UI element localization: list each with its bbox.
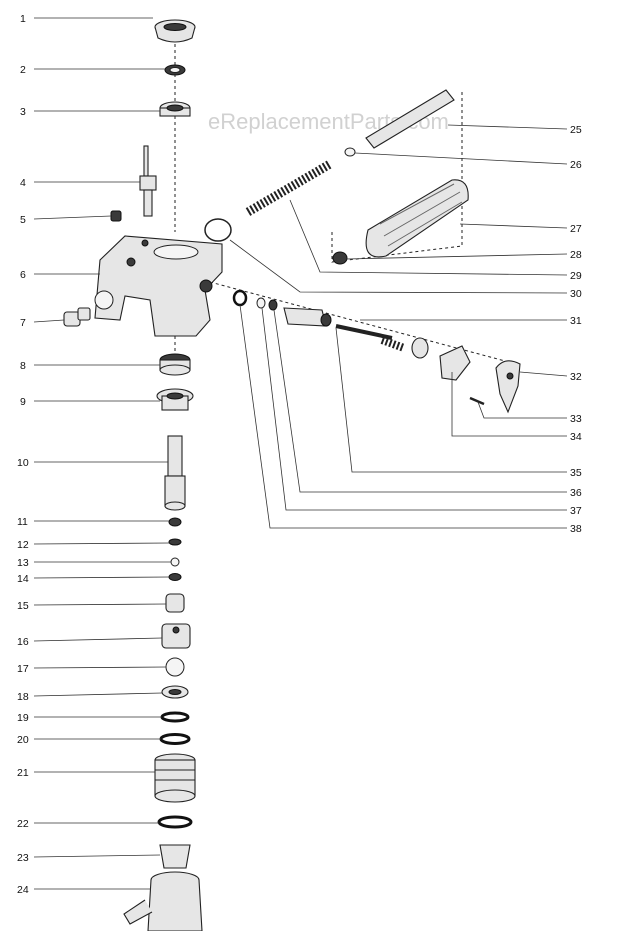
callout-10: 10 — [17, 457, 29, 469]
callout-17: 17 — [17, 663, 29, 675]
part-35-valve-body — [283, 307, 332, 327]
part-20-o-ring — [159, 733, 191, 745]
part-21-housing — [154, 753, 196, 803]
part-14-ring — [168, 573, 182, 581]
part-4-valve-stem — [139, 145, 157, 217]
callout-6: 6 — [20, 269, 26, 281]
part-38-o-ring — [232, 289, 248, 307]
callout-3: 3 — [20, 106, 26, 118]
callout-5: 5 — [20, 214, 26, 226]
part-17-ball — [165, 657, 185, 677]
part-18-seat — [161, 685, 189, 699]
part-33-pin — [469, 396, 485, 406]
part-16-cage — [161, 623, 191, 649]
part-32-trigger — [495, 360, 521, 414]
callout-18: 18 — [17, 691, 29, 703]
callout-16: 16 — [17, 636, 29, 648]
callout-15: 15 — [17, 600, 29, 612]
callout-1: 1 — [20, 13, 26, 25]
callout-30: 30 — [570, 288, 582, 300]
callout-36: 36 — [570, 487, 582, 499]
part-10-piston-rod — [164, 435, 186, 511]
part-29-spring — [245, 160, 333, 216]
part-8-seal — [159, 353, 191, 376]
part-28-spring — [332, 251, 348, 265]
callout-12: 12 — [17, 539, 29, 551]
callout-24: 24 — [17, 884, 29, 896]
callout-26: 26 — [570, 159, 582, 171]
part-23-filter — [159, 844, 191, 869]
callout-35: 35 — [570, 467, 582, 479]
gun-axis — [209, 281, 521, 366]
part-7-fitting — [63, 307, 91, 327]
part-19-o-ring — [160, 711, 190, 723]
callout-22: 22 — [17, 818, 29, 830]
part-11-nut — [168, 517, 182, 527]
part-3-seal — [159, 101, 191, 117]
part-30-o-ring — [204, 218, 232, 242]
leader-lines — [33, 17, 568, 890]
part-25-tube — [365, 89, 455, 149]
callout-38: 38 — [570, 523, 582, 535]
callout-27: 27 — [570, 223, 582, 235]
part-6-manifold-block — [94, 235, 223, 337]
callout-25: 25 — [570, 124, 582, 136]
callout-21: 21 — [17, 767, 29, 779]
callout-9: 9 — [20, 396, 26, 408]
callout-4: 4 — [20, 177, 26, 189]
callout-11: 11 — [17, 516, 28, 528]
callout-numbers: 1 2 3 4 5 6 7 8 9 10 11 12 13 14 15 16 1… — [17, 13, 582, 896]
part-34-coupler — [411, 337, 471, 381]
part-15-seat — [165, 593, 185, 613]
callout-7: 7 — [20, 317, 26, 329]
part-13-ball — [170, 557, 180, 567]
part-5-screw — [110, 210, 122, 222]
part-36-gasket — [268, 299, 278, 311]
callout-14: 14 — [17, 573, 29, 585]
callout-2: 2 — [20, 64, 26, 76]
callout-20: 20 — [17, 734, 29, 746]
part-12-washer — [168, 538, 182, 546]
part-37-washer — [256, 297, 266, 309]
callout-31: 31 — [570, 315, 582, 327]
callout-34: 34 — [570, 431, 582, 443]
part-26-washer — [344, 147, 356, 157]
part-27-handle — [365, 179, 469, 258]
part-22-o-ring — [157, 815, 193, 829]
part-24-intake — [123, 871, 203, 932]
callout-32: 32 — [570, 371, 582, 383]
callout-19: 19 — [17, 712, 29, 724]
callout-23: 23 — [17, 852, 29, 864]
callout-13: 13 — [17, 557, 29, 569]
part-1-cap — [154, 19, 196, 43]
callout-37: 37 — [570, 505, 582, 517]
part-2-ring — [164, 64, 186, 76]
callout-28: 28 — [570, 249, 582, 261]
callout-33: 33 — [570, 413, 582, 425]
part-31-needle — [335, 324, 406, 352]
callout-8: 8 — [20, 360, 26, 372]
part-9-bushing — [156, 388, 194, 411]
callout-29: 29 — [570, 270, 582, 282]
